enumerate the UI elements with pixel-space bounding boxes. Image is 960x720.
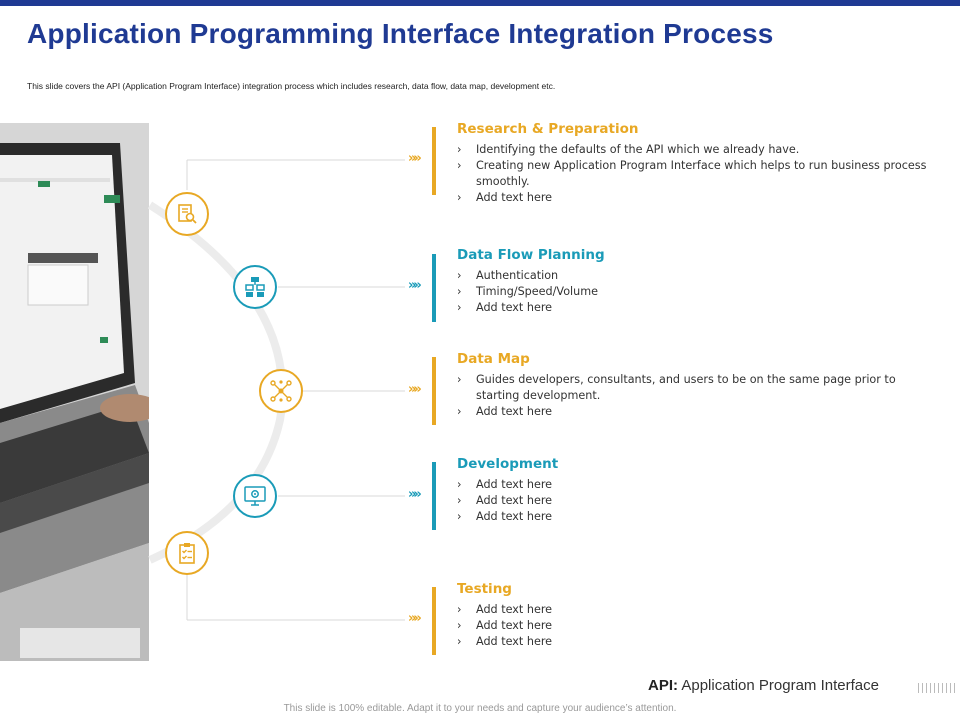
step-development: Development ›Add text here ›Add text her… bbox=[457, 456, 937, 525]
bullet-chevron-icon: › bbox=[457, 191, 462, 204]
chevron-arrow-icon: »» bbox=[408, 487, 422, 502]
bullet-chevron-icon: › bbox=[457, 159, 462, 172]
laptop-photo bbox=[0, 123, 149, 661]
footer-note: This slide is 100% editable. Adapt it to… bbox=[283, 703, 677, 714]
step-accent-bar bbox=[432, 462, 436, 530]
bullet-chevron-icon: › bbox=[457, 143, 462, 156]
bullet-chevron-icon: › bbox=[457, 478, 462, 491]
flowchart-icon bbox=[233, 265, 277, 309]
list-item: ›Add text here bbox=[457, 478, 553, 491]
list-item: ›Timing/Speed/Volume bbox=[457, 285, 599, 298]
laptop-illustration bbox=[0, 123, 149, 661]
chevron-arrow-icon: »» bbox=[408, 278, 422, 293]
list-item: ›Add text here bbox=[457, 510, 553, 523]
page-subtitle: This slide covers the API (Application P… bbox=[27, 81, 556, 91]
list-item: ›Identifying the defaults of the API whi… bbox=[457, 143, 800, 156]
list-item: ›Guides developers, consultants, and use… bbox=[457, 373, 896, 402]
list-item: ›Add text here bbox=[457, 494, 553, 507]
bullet-chevron-icon: › bbox=[457, 603, 462, 616]
bullet-chevron-icon: › bbox=[457, 405, 462, 418]
bullet-chevron-icon: › bbox=[457, 301, 462, 314]
step-data-map: Data Map ›Guides developers, consultants… bbox=[457, 351, 937, 420]
list-item: ›Add text here bbox=[457, 301, 553, 314]
bullet-chevron-icon: › bbox=[457, 494, 462, 507]
bullet-chevron-icon: › bbox=[457, 635, 462, 648]
step-accent-bar bbox=[432, 254, 436, 322]
chevron-arrow-icon: »» bbox=[408, 151, 422, 166]
step-accent-bar bbox=[432, 587, 436, 655]
list-item: ›Add text here bbox=[457, 635, 553, 648]
step-title: Development bbox=[457, 456, 559, 472]
step-testing: Testing ›Add text here ›Add text here ›A… bbox=[457, 581, 937, 650]
api-definition: API: Application Program Interface bbox=[648, 677, 879, 694]
step-research: Research & Preparation ›Identifying the … bbox=[457, 121, 937, 206]
network-nodes-icon bbox=[259, 369, 303, 413]
chevron-arrow-icon: »» bbox=[408, 382, 422, 397]
step-title: Data Flow Planning bbox=[457, 247, 605, 263]
page-title: Application Programming Interface Integr… bbox=[27, 18, 774, 49]
step-accent-bar bbox=[432, 357, 436, 425]
step-title: Testing bbox=[457, 581, 512, 597]
bullet-chevron-icon: › bbox=[457, 269, 462, 282]
definition-term: API: bbox=[648, 677, 678, 694]
definition-text: Application Program Interface bbox=[681, 677, 879, 694]
top-accent-bar bbox=[0, 0, 960, 6]
checklist-icon bbox=[165, 531, 209, 575]
bullet-chevron-icon: › bbox=[457, 373, 462, 386]
step-title: Research & Preparation bbox=[457, 121, 639, 137]
step-title: Data Map bbox=[457, 351, 530, 367]
bullet-chevron-icon: › bbox=[457, 285, 462, 298]
list-item: ›Add text here bbox=[457, 191, 553, 204]
list-item: ›Authentication bbox=[457, 269, 559, 282]
gear-monitor-icon bbox=[233, 474, 277, 518]
list-item: ›Add text here bbox=[457, 405, 553, 418]
bullet-chevron-icon: › bbox=[457, 619, 462, 632]
list-item: ›Add text here bbox=[457, 603, 553, 616]
chevron-arrow-icon: »» bbox=[408, 611, 422, 626]
bullet-chevron-icon: › bbox=[457, 510, 462, 523]
step-data-flow: Data Flow Planning ›Authentication ›Timi… bbox=[457, 247, 937, 316]
list-item: ›Add text here bbox=[457, 619, 553, 632]
document-search-icon bbox=[165, 192, 209, 236]
step-accent-bar bbox=[432, 127, 436, 195]
arc-path bbox=[147, 201, 287, 564]
decorative-ticks bbox=[918, 683, 958, 693]
list-item: ›Creating new Application Program Interf… bbox=[457, 159, 927, 188]
